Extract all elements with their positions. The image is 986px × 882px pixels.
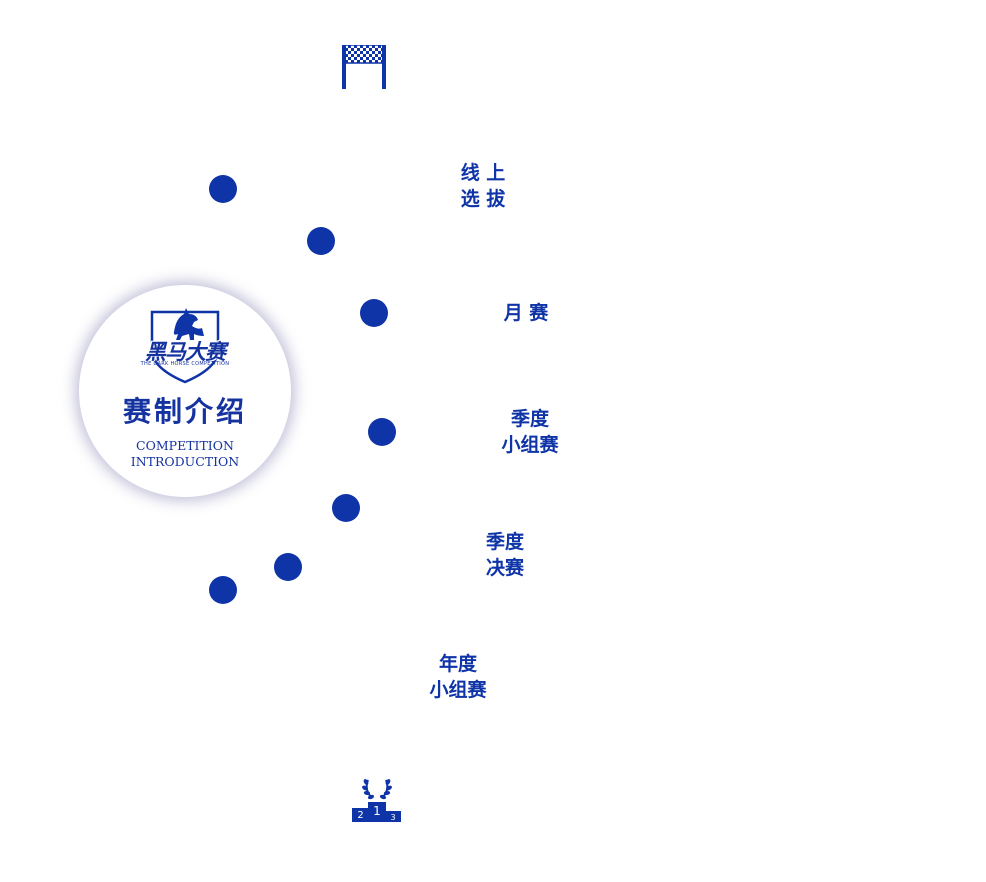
- stage-label-line1: 年度: [438, 653, 477, 675]
- podium-first: 1: [373, 804, 381, 818]
- podium-trophy-icon: [350, 770, 404, 826]
- stage-label-line2: 小组赛: [501, 434, 559, 456]
- timeline-node: [209, 576, 237, 604]
- stage-label-line1: 季度: [485, 531, 524, 553]
- timeline-node: [274, 553, 302, 581]
- stage-label-line2: 决赛: [485, 557, 524, 579]
- stage-label-line1: 月 赛: [503, 302, 549, 324]
- logo-tagline: THE DARK HORSE COMPETITION: [140, 361, 230, 367]
- logo-wordmark: 黑马大赛: [145, 340, 226, 364]
- stage-online-selection: 线 上 选 拔: [448, 160, 518, 212]
- stage-label-line1: 线 上: [460, 162, 506, 184]
- stage-monthly: 月 赛: [491, 300, 561, 326]
- podium-second: 2: [357, 810, 364, 821]
- stage-label-line2: 小组赛: [429, 679, 487, 701]
- start-gate-icon: [341, 44, 387, 89]
- stage-label-line2: 选 拔: [460, 188, 506, 210]
- timeline-node: [307, 227, 335, 255]
- timeline-node: [360, 299, 388, 327]
- timeline-node: [332, 494, 360, 522]
- hub-title: 赛制介绍: [122, 395, 247, 428]
- stage-quarterly-group: 季度 小组赛: [490, 406, 570, 458]
- timeline-node: [209, 175, 237, 203]
- timeline-node: [368, 418, 396, 446]
- dark-horse-logo: [140, 306, 230, 384]
- hub-subtitle-line1: COMPETITION: [136, 438, 234, 453]
- hub-subtitle-line2: INTRODUCTION: [130, 454, 240, 469]
- stage-quarterly-final: 季度 决赛: [470, 529, 540, 581]
- podium-third: 3: [390, 813, 396, 822]
- stage-label-line1: 季度: [510, 408, 549, 430]
- stage-annual-group: 年度 小组赛: [418, 651, 498, 703]
